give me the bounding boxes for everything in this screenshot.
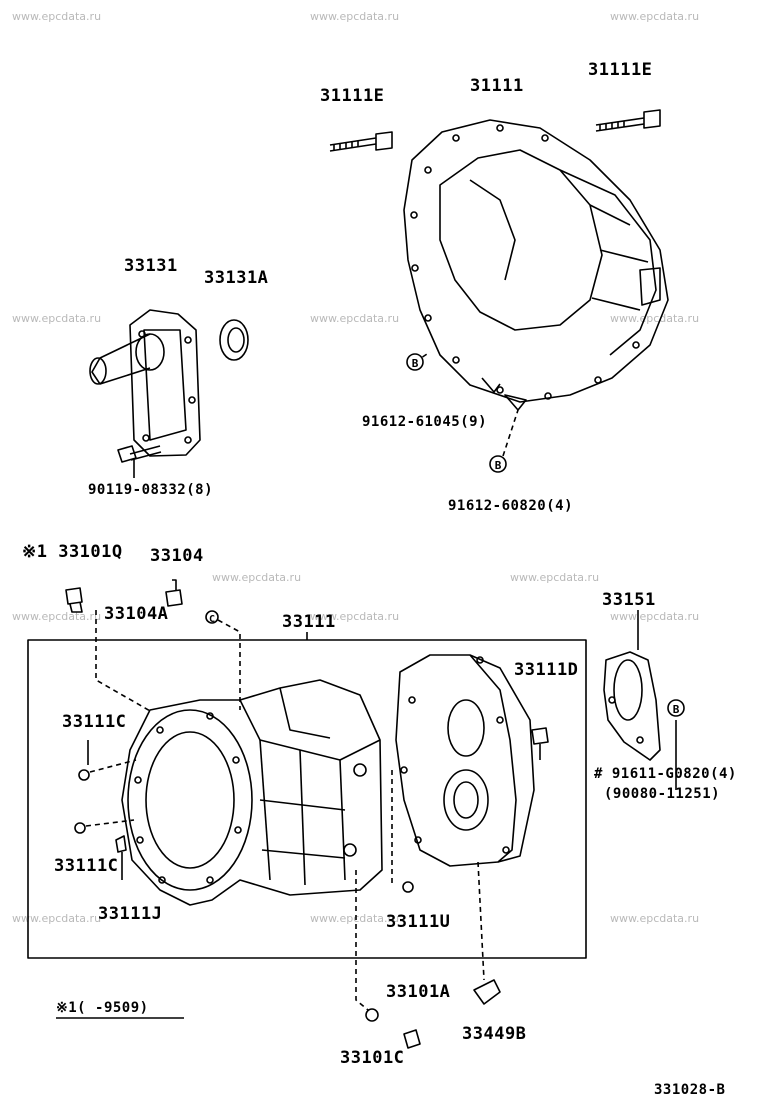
watermark: www.epcdata.ru [12, 610, 102, 623]
clutch-housing-part [403, 119, 669, 411]
clip-33104A-part [205, 610, 219, 624]
adapter-plate-part [395, 654, 535, 867]
label-31111E: 31111E [588, 60, 653, 80]
pin-33111D-part [531, 727, 549, 745]
label-31111E: 31111E [320, 86, 385, 106]
label-33131: 33131 [124, 256, 178, 276]
watermark: www.epcdata.ru [610, 312, 700, 325]
pin-33111U-part [402, 881, 414, 893]
breather-33104-part [165, 579, 183, 607]
label-33131A: 33131A [204, 268, 269, 288]
label-33111-case: 33111 [282, 612, 336, 632]
label-91612-60820: 91612-60820(4) [448, 498, 574, 514]
label-33104A: 33104A [104, 604, 169, 624]
bolt-badge-91611: B [667, 699, 685, 717]
pin-33111C-lower [74, 822, 86, 834]
bracket-33449B-part [473, 979, 501, 1005]
plug-33101Q-part [65, 587, 83, 613]
pin-33111J-part [115, 835, 127, 853]
label-33111C: 33111C [62, 712, 127, 732]
label-91611-G0820: # 91611-G0820(4) [594, 766, 737, 782]
watermark: www.epcdata.ru [12, 912, 102, 925]
watermark: www.epcdata.ru [310, 610, 400, 623]
label-33111J: 33111J [98, 904, 163, 924]
note-applicability: ※1( -9509) [56, 1000, 149, 1016]
watermark: www.epcdata.ru [510, 571, 600, 584]
figure-code: 331028-B [654, 1082, 726, 1098]
transmission-case-part [121, 679, 383, 906]
watermark: www.epcdata.ru [610, 10, 700, 23]
label-33104: 33104 [150, 546, 204, 566]
svg-text:B: B [495, 459, 502, 472]
label-90080-11251: (90080-11251) [604, 786, 721, 802]
svg-text:B: B [673, 703, 680, 716]
label-33101A: 33101A [386, 982, 451, 1002]
label-33449B: 33449B [462, 1024, 527, 1044]
label-33101C: 33101C [340, 1048, 405, 1068]
label-33111C: 33111C [54, 856, 119, 876]
rear-cover-33151-part [603, 651, 661, 761]
bolt-31111E-right [595, 109, 661, 132]
label-33111D: 33111D [514, 660, 579, 680]
watermark: www.epcdata.ru [310, 312, 400, 325]
watermark: www.epcdata.ru [610, 610, 700, 623]
label-31111: 31111 [470, 76, 524, 96]
bolt-31111E-left [329, 131, 393, 152]
watermark: www.epcdata.ru [610, 912, 700, 925]
bolt-90119-part [117, 445, 162, 463]
plug-33101C-part [365, 1008, 421, 1049]
watermark: www.epcdata.ru [12, 10, 102, 23]
watermark: www.epcdata.ru [310, 912, 400, 925]
watermark: www.epcdata.ru [12, 312, 102, 325]
clip-badge-33104A: C [209, 614, 215, 625]
label-90119-08332: 90119-08332(8) [88, 482, 214, 498]
label-33111U: 33111U [386, 912, 451, 932]
label-33101Q: ※1 33101Q [22, 542, 123, 562]
bolt-badge-91612-60820: B [489, 455, 507, 473]
watermark: www.epcdata.ru [310, 10, 400, 23]
label-91612-61045: 91612-61045(9) [362, 414, 488, 430]
svg-text:B: B [412, 357, 419, 370]
oil-seal-part [219, 319, 249, 361]
svg-text:C: C [209, 614, 215, 625]
pin-33111C-upper [78, 769, 90, 781]
watermark: www.epcdata.ru [212, 571, 302, 584]
bolt-badge-91612-61045: B [406, 353, 424, 371]
label-33151: 33151 [602, 590, 656, 610]
extension-cover-part [89, 309, 201, 457]
